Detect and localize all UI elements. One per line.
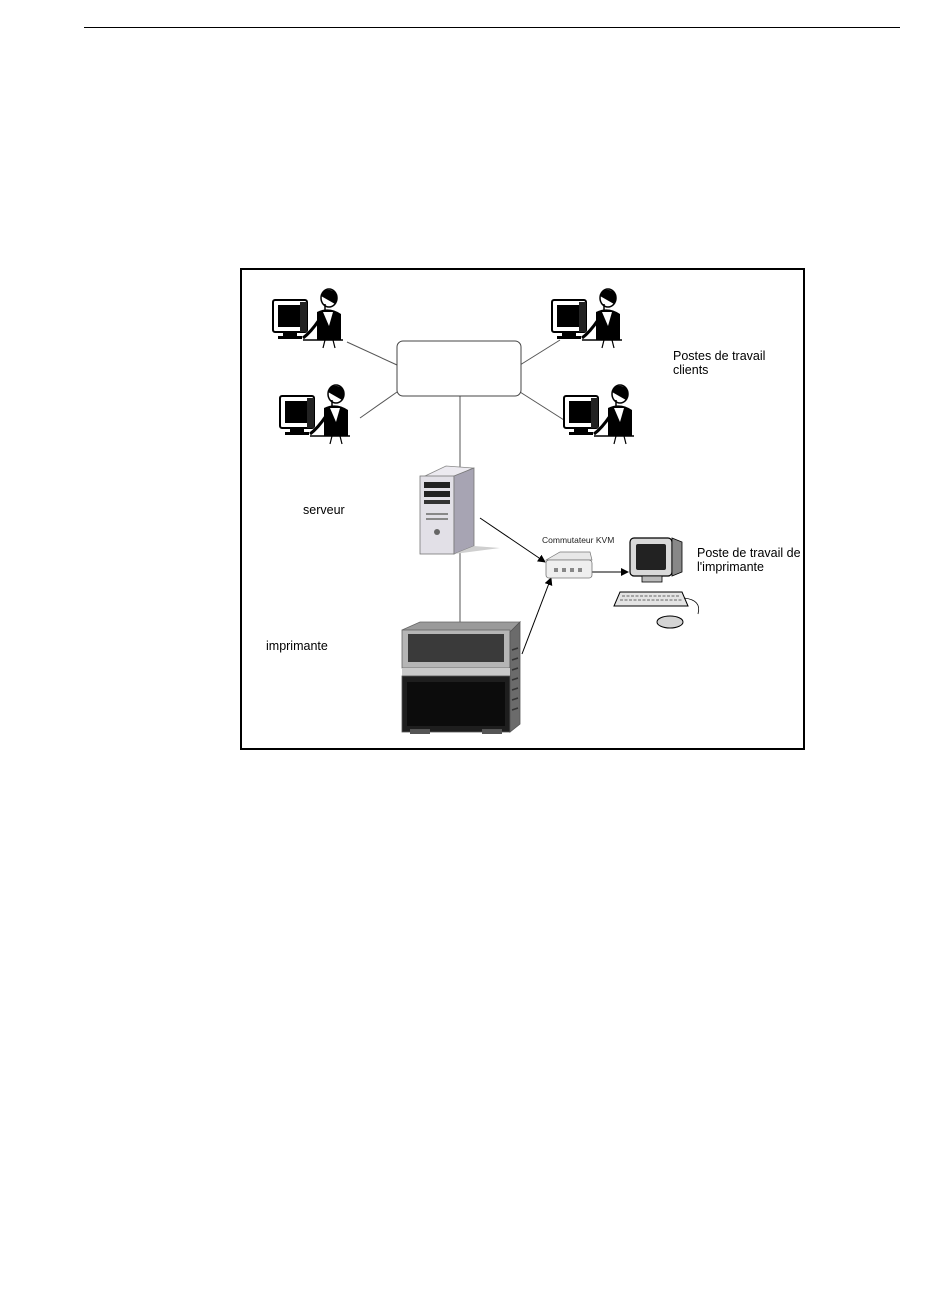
link-hub-ws-top-right — [520, 340, 560, 365]
label-client-workstations: Postes de travail clients — [673, 349, 765, 377]
link-server-kvm — [480, 518, 545, 562]
network-diagram: Postes de travail clients serveur imprim… — [240, 268, 805, 750]
desktop-computer-icon — [614, 538, 699, 628]
link-hub-ws-bottom-right — [520, 392, 564, 420]
label-printer-station-line-2: l'imprimante — [697, 560, 801, 574]
network-hub-box — [397, 341, 521, 396]
label-clients-line-1: Postes de travail — [673, 349, 765, 363]
label-kvm-switch: Commutateur KVM — [542, 535, 614, 545]
label-printer-workstation: Poste de travail de l'imprimante — [697, 546, 801, 574]
person-at-computer-icon — [564, 385, 634, 444]
tower-server-icon — [420, 466, 500, 554]
label-printer: imprimante — [266, 639, 328, 653]
header-rule — [84, 27, 900, 28]
link-hub-ws-bottom-left — [360, 392, 397, 418]
label-server: serveur — [303, 503, 345, 517]
link-hub-ws-top-left — [347, 342, 397, 365]
person-at-computer-icon — [280, 385, 350, 444]
3d-printer-icon — [402, 622, 520, 734]
person-at-computer-icon — [552, 289, 622, 348]
label-printer-station-line-1: Poste de travail de — [697, 546, 801, 560]
label-clients-line-2: clients — [673, 363, 765, 377]
person-at-computer-icon — [273, 289, 343, 348]
link-printer-kvm — [522, 578, 551, 654]
kvm-switch-icon — [546, 552, 592, 578]
